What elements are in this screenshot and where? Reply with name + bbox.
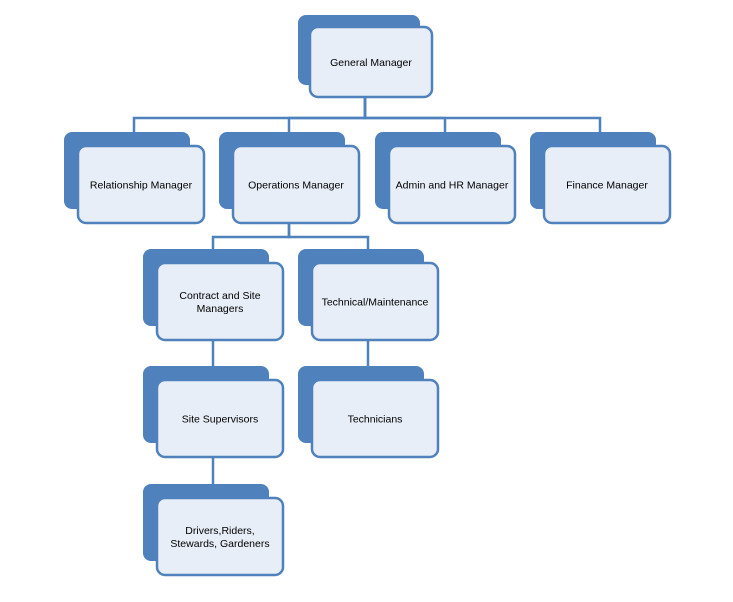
node-general-manager: General Manager [298, 15, 434, 99]
node-label: Relationship Manager [90, 180, 193, 192]
node-box [310, 261, 440, 342]
node-label: Site Supervisors [182, 414, 258, 426]
node-label: Drivers,Riders, [185, 525, 254, 537]
connectors [132, 97, 602, 484]
node-label: Admin and HR Manager [396, 180, 509, 192]
node-label: Finance Manager [566, 180, 648, 192]
node-label: Operations Manager [248, 180, 344, 192]
node-drivers-riders: Drivers,Riders,Stewards, Gardeners [143, 484, 285, 577]
node-box [308, 25, 434, 99]
node-technical-maintenance: Technical/Maintenance [298, 249, 440, 342]
node-box [76, 144, 206, 225]
node-box [155, 261, 285, 342]
node-label: Managers [197, 303, 244, 315]
connector-general_manager-to-admin_hr_manager [363, 97, 447, 132]
node-technicians: Technicians [298, 366, 440, 459]
node-box [542, 144, 672, 225]
node-box [387, 144, 517, 225]
node-label: Technical/Maintenance [322, 297, 429, 309]
connector-general_manager-to-finance_manager [363, 97, 602, 132]
node-box [155, 378, 285, 459]
connector-general_manager-to-operations_manager [287, 97, 367, 132]
node-box [310, 378, 440, 459]
node-box [231, 144, 361, 225]
node-label: Contract and Site [179, 290, 260, 302]
node-relationship-manager: Relationship Manager [64, 132, 206, 225]
node-label: General Manager [330, 57, 412, 69]
connector-operations_manager-to-technical_maintenance [287, 223, 370, 249]
node-label: Stewards, Gardeners [170, 538, 269, 550]
connector-general_manager-to-relationship_manager [132, 97, 367, 132]
node-finance-manager: Finance Manager [530, 132, 672, 225]
node-site-supervisors: Site Supervisors [143, 366, 285, 459]
node-box [155, 496, 285, 577]
node-admin-hr-manager: Admin and HR Manager [375, 132, 517, 225]
connector-operations_manager-to-contract_site_managers [211, 223, 291, 249]
node-operations-manager: Operations Manager [219, 132, 361, 225]
node-label: Technicians [348, 414, 403, 426]
